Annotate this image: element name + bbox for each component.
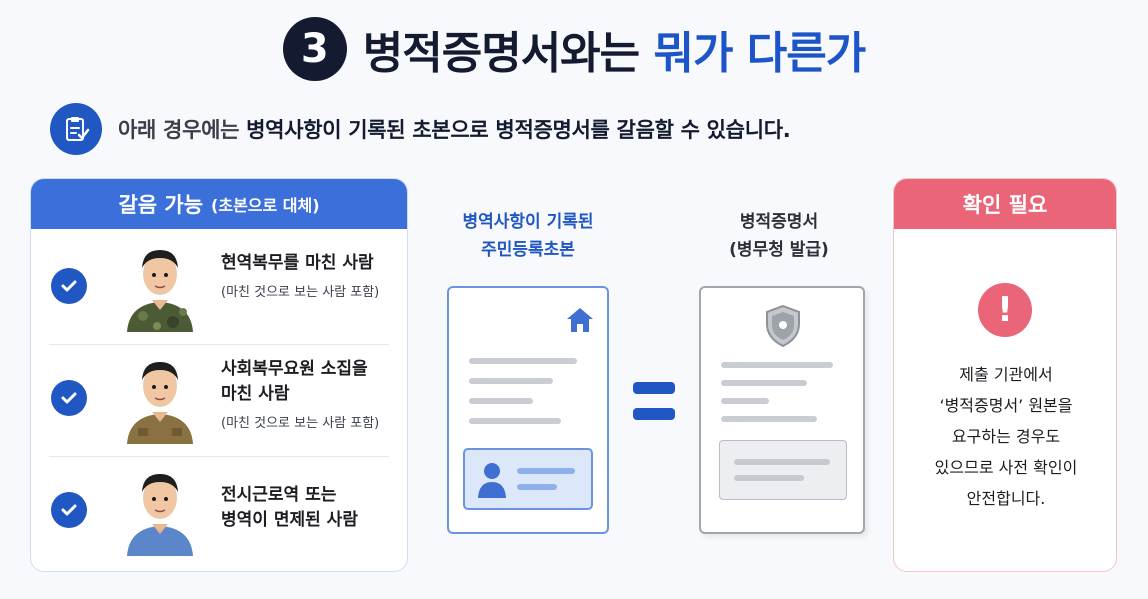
equals-icon-bar bbox=[633, 408, 675, 420]
check-needed-line: 요구하는 경우도 bbox=[951, 427, 1061, 446]
item-note: (마친 것으로 보는 사람 포함) bbox=[221, 285, 380, 300]
text-line bbox=[734, 475, 804, 481]
text-line bbox=[517, 468, 575, 474]
check-needed-text: 제출 기관에서 ‘병적증명서’ 원본을 요구하는 경우도 있으므로 사전 확인이… bbox=[894, 359, 1116, 514]
text-line bbox=[721, 362, 833, 368]
check-icon bbox=[51, 380, 87, 416]
replaceable-card: 갈음 가능 (초본으로 대체) 현역복무를 마친 사람 (마친 것으로 보는 사… bbox=[30, 178, 408, 572]
page-title: 3 병적증명서와는 뭐가 다른가 bbox=[0, 14, 1148, 84]
person-silhouette-icon bbox=[478, 463, 506, 498]
military-certificate-label: 병적증명서 (병무청 발급) bbox=[694, 208, 864, 264]
replaceable-card-title: 갈음 가능 bbox=[118, 193, 204, 217]
text-line bbox=[721, 398, 769, 404]
check-icon bbox=[51, 268, 87, 304]
text-line bbox=[469, 378, 553, 384]
resident-record-document bbox=[447, 286, 609, 534]
military-certificate-label-line2: (병무청 발급) bbox=[729, 240, 829, 260]
resident-record-label: 병역사항이 기록된 주민등록초본 bbox=[438, 208, 618, 264]
check-needed-line: 안전합니다. bbox=[966, 489, 1046, 508]
text-line bbox=[734, 459, 830, 465]
item-text: 사회복무요원 소집을 마친 사람 (마친 것으로 보는 사람 포함) bbox=[221, 357, 379, 431]
check-icon bbox=[51, 492, 87, 528]
subtitle-row: 아래 경우에는 병역사항이 기록된 초본으로 병적증명서를 갈음할 수 있습니다… bbox=[50, 103, 791, 155]
title-part1: 병적증명서와는 bbox=[362, 28, 640, 79]
check-needed-line: 있으므로 사전 확인이 bbox=[934, 458, 1078, 477]
check-needed-title: 확인 필요 bbox=[894, 179, 1116, 229]
text-line bbox=[469, 358, 577, 364]
exclamation-icon: ! bbox=[978, 283, 1032, 337]
resident-record-label-line2: 주민등록초본 bbox=[481, 240, 575, 260]
info-box bbox=[719, 440, 847, 500]
title-text: 병적증명서와는 뭐가 다른가 bbox=[362, 17, 866, 81]
text-line bbox=[721, 416, 817, 422]
text-line bbox=[469, 398, 533, 404]
divider bbox=[49, 344, 389, 345]
item-label-line2: 마친 사람 bbox=[221, 384, 290, 404]
military-certificate-document bbox=[699, 286, 865, 534]
item-text: 전시근로역 또는 병역이 면제된 사람 bbox=[221, 483, 358, 533]
replaceable-card-header: 갈음 가능 (초본으로 대체) bbox=[31, 179, 407, 229]
title-part2: 뭐가 다른가 bbox=[653, 28, 866, 79]
subtitle-part1: 아래 경우에는 bbox=[118, 118, 240, 142]
item-label: 현역복무를 마친 사람 bbox=[221, 253, 374, 273]
list-item: 사회복무요원 소집을 마친 사람 (마친 것으로 보는 사람 포함) bbox=[31, 343, 407, 453]
id-card-box bbox=[463, 448, 593, 510]
subtitle-part2: 병역사항이 기록된 초본으로 병적증명서를 갈음할 수 있습니다. bbox=[246, 118, 791, 142]
text-line bbox=[721, 380, 807, 386]
replaceable-card-title-note: (초본으로 대체) bbox=[211, 196, 320, 215]
check-needed-line: 제출 기관에서 bbox=[959, 365, 1053, 384]
clipboard-check-icon bbox=[50, 103, 102, 155]
military-certificate-label-line1: 병적증명서 bbox=[739, 212, 819, 232]
item-label-line1: 사회복무요원 소집을 bbox=[221, 359, 368, 379]
text-line bbox=[469, 418, 561, 424]
equals-icon bbox=[633, 382, 675, 394]
item-label-line1: 전시근로역 또는 bbox=[221, 485, 337, 505]
civilian-icon bbox=[127, 474, 193, 556]
item-note: (마친 것으로 보는 사람 포함) bbox=[221, 416, 380, 431]
shield-icon bbox=[766, 304, 800, 348]
soldier-camo-icon bbox=[127, 250, 193, 332]
divider bbox=[49, 456, 389, 457]
list-item: 현역복무를 마친 사람 (마친 것으로 보는 사람 포함) bbox=[31, 231, 407, 341]
step-number-badge: 3 bbox=[282, 17, 347, 81]
item-text: 현역복무를 마친 사람 (마친 것으로 보는 사람 포함) bbox=[221, 251, 379, 300]
resident-record-label-line1: 병역사항이 기록된 bbox=[462, 212, 594, 232]
soldier-khaki-icon bbox=[127, 362, 193, 444]
item-label-line2: 병역이 면제된 사람 bbox=[221, 510, 358, 530]
list-item: 전시근로역 또는 병역이 면제된 사람 bbox=[31, 455, 407, 565]
check-needed-card: 확인 필요 ! 제출 기관에서 ‘병적증명서’ 원본을 요구하는 경우도 있으므… bbox=[893, 178, 1117, 572]
subtitle-text: 아래 경우에는 병역사항이 기록된 초본으로 병적증명서를 갈음할 수 있습니다… bbox=[118, 114, 791, 144]
check-needed-line: ‘병적증명서’ 원본을 bbox=[939, 396, 1073, 415]
house-icon bbox=[567, 308, 593, 332]
text-line bbox=[517, 484, 557, 490]
